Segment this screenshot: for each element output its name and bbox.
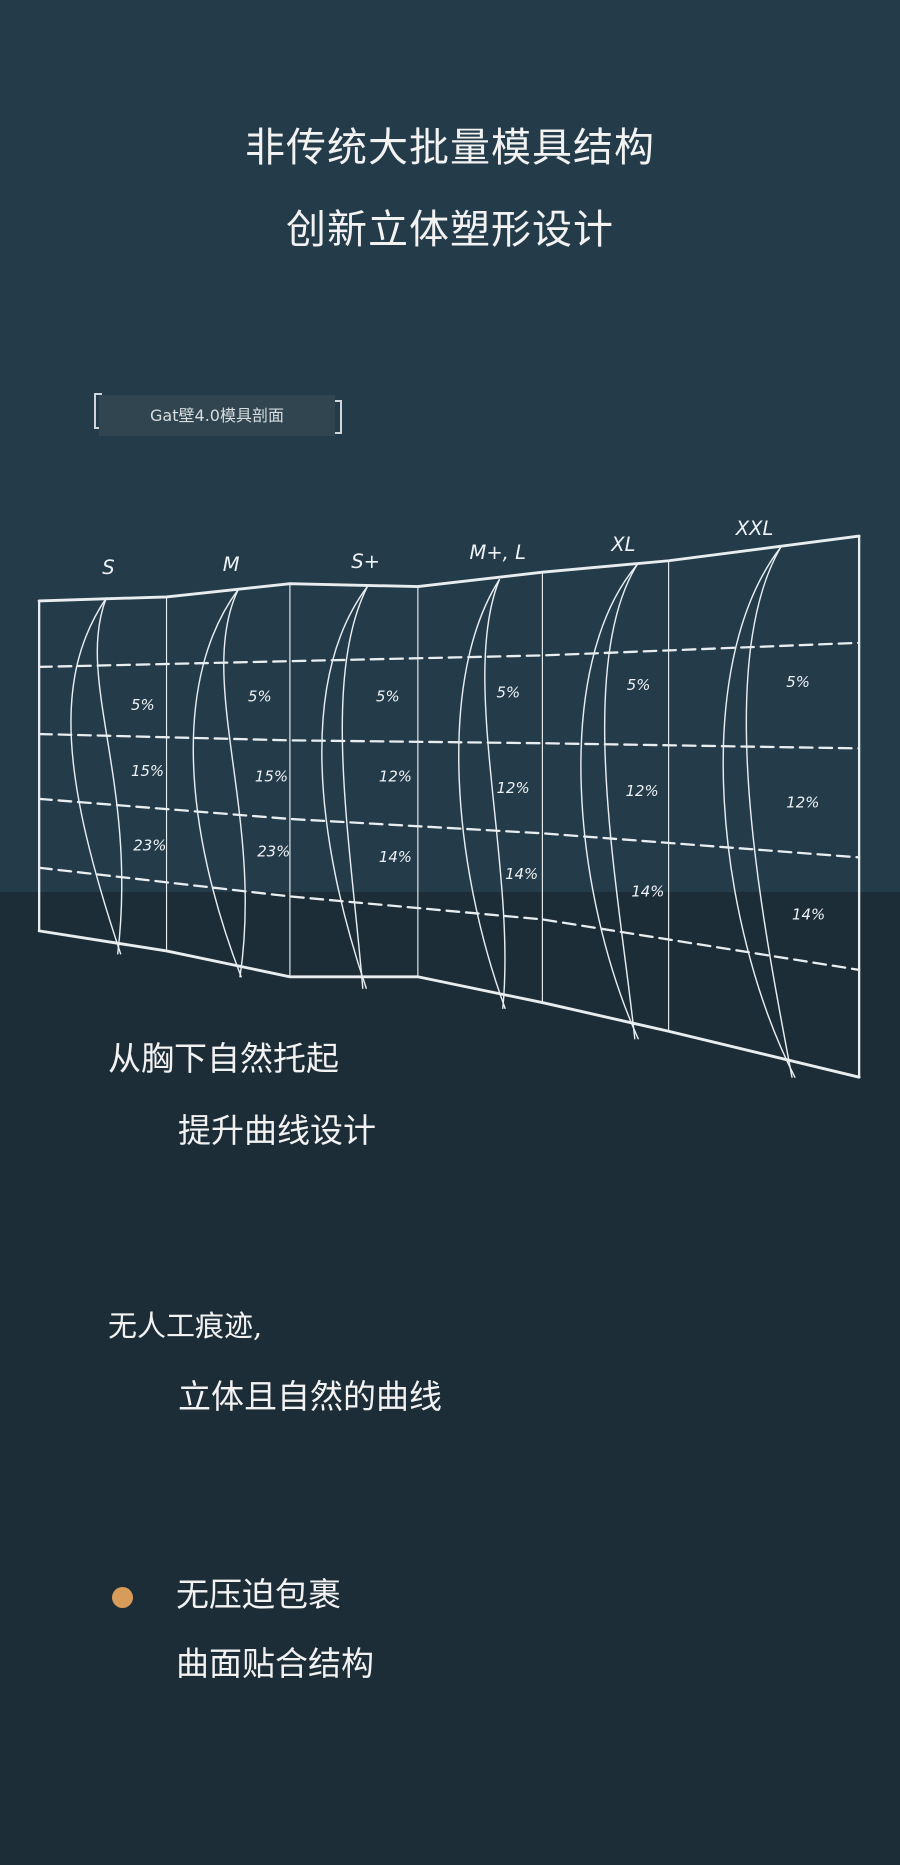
percent-label: 5% [627, 676, 651, 694]
percent-label: 14% [792, 905, 825, 923]
hero-section: 非传统大批量模具结构 创新立体塑形设计 Gat壁4.0模具剖面 [0, 0, 900, 1079]
percent-label: 5% [131, 696, 155, 714]
percent-label: 23% [133, 837, 166, 855]
percent-label: 12% [626, 782, 659, 800]
feature-3-line-2: 曲面贴合结构 [176, 1644, 374, 1683]
percent-label: 5% [786, 673, 810, 691]
title-line-2: 创新立体塑形设计 [286, 207, 614, 253]
percent-label: 12% [379, 768, 412, 786]
percent-label: 5% [376, 687, 400, 705]
percent-label: 14% [505, 865, 538, 883]
feature-3-line-1: 无压迫包裹 [176, 1575, 341, 1614]
percent-label: 12% [786, 793, 819, 811]
bullet-dot-icon [112, 1587, 133, 1608]
feature-1-line-1: 从胸下自然托起 [108, 1039, 339, 1078]
sketch-curves [70, 546, 796, 1078]
size-label-s: S [102, 556, 114, 579]
feature-1-line-2: 提升曲线设计 [178, 1111, 376, 1150]
percent-label: 15% [255, 768, 288, 786]
percent-label: 12% [496, 779, 529, 797]
sketch-top-edge [37, 534, 861, 603]
percent-label: 23% [257, 842, 290, 860]
sketch-column-dividers [165, 560, 670, 1032]
percent-label: 14% [379, 848, 412, 866]
label-bracket-right [334, 400, 342, 434]
size-label-xxl: XXL [735, 517, 774, 540]
size-label-xl: XL [610, 533, 635, 556]
mold-cross-section-sketch: S M S+ M+, L XL XXL 5% 15% 23% 5% 15% 23… [37, 517, 861, 1079]
size-label-m-plus-l: M+, L [470, 541, 526, 564]
percent-label: 15% [131, 762, 164, 780]
feature-2-line-2: 立体且自然的曲线 [178, 1377, 442, 1416]
percent-label: 5% [248, 687, 272, 705]
title-line-1: 非传统大批量模具结构 [245, 125, 655, 171]
sketch-dashed-rows [38, 641, 861, 972]
label-bracket-left [94, 393, 102, 429]
percent-label: 5% [496, 683, 520, 701]
size-label-m: M [223, 553, 240, 576]
percent-label: 14% [631, 882, 664, 900]
size-label-s-plus: S+ [351, 550, 380, 573]
feature-2-line-1: 无人工痕迹, [108, 1309, 263, 1343]
diagram-label: Gat壁4.0模具剖面 [99, 395, 335, 436]
